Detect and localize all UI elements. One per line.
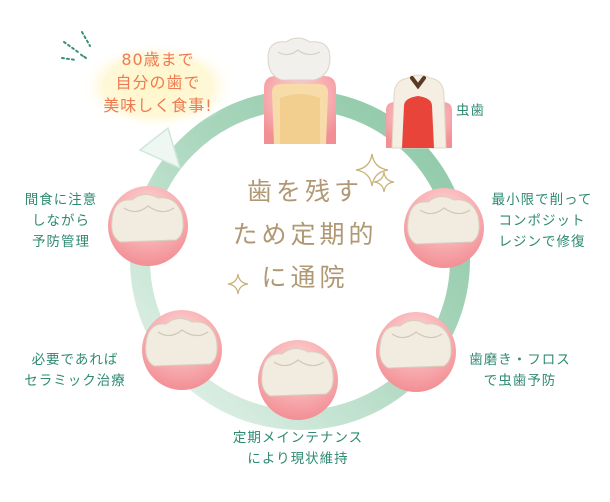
center-message: 歯を残す ため定期的 に通院 (222, 170, 388, 299)
callout-line-2: 自分の歯で (115, 73, 201, 92)
sparkle-star-icon (227, 273, 249, 295)
step-label-resin: 最小限で削って コンポジット レジンで修復 (491, 192, 593, 250)
step-label-prevent: 歯磨き・フロス で虫歯予防 (469, 352, 571, 389)
center-line-2: ため定期的 (232, 220, 378, 249)
center-line-1: 歯を残す (246, 177, 363, 206)
callout-text: 80歳まで 自分の歯で 美味しく食事! (78, 48, 238, 117)
step-label-ceramic: 必要であれば セラミック治療 (24, 352, 126, 389)
cycle-arrow-icon (138, 126, 182, 170)
callout-line-1: 80歳まで (121, 50, 195, 69)
maintained-tooth-icon (258, 340, 338, 420)
sparkle-star-icon (355, 153, 389, 187)
sparkle-star-icon (373, 171, 395, 193)
step-label-maintenance: 定期メインテナンス により現状維持 (232, 430, 364, 467)
step-label-care: 間食に注意 しながら 予防管理 (24, 192, 98, 250)
brushing-tooth-icon (376, 312, 456, 392)
callout-bubble (79, 42, 236, 130)
callout-line-3: 美味しく食事! (103, 96, 213, 115)
cared-tooth-icon (108, 186, 188, 266)
decayed-tooth-icon (386, 74, 452, 149)
sparkle-lines-icon (61, 31, 91, 61)
ceramic-restored-tooth-icon (142, 310, 222, 390)
healthy-tooth-icon (264, 37, 336, 144)
center-line-3: に通院 (261, 263, 349, 292)
resin-filled-tooth-icon (404, 188, 484, 268)
step-label-cavity: 虫歯 (456, 103, 485, 119)
